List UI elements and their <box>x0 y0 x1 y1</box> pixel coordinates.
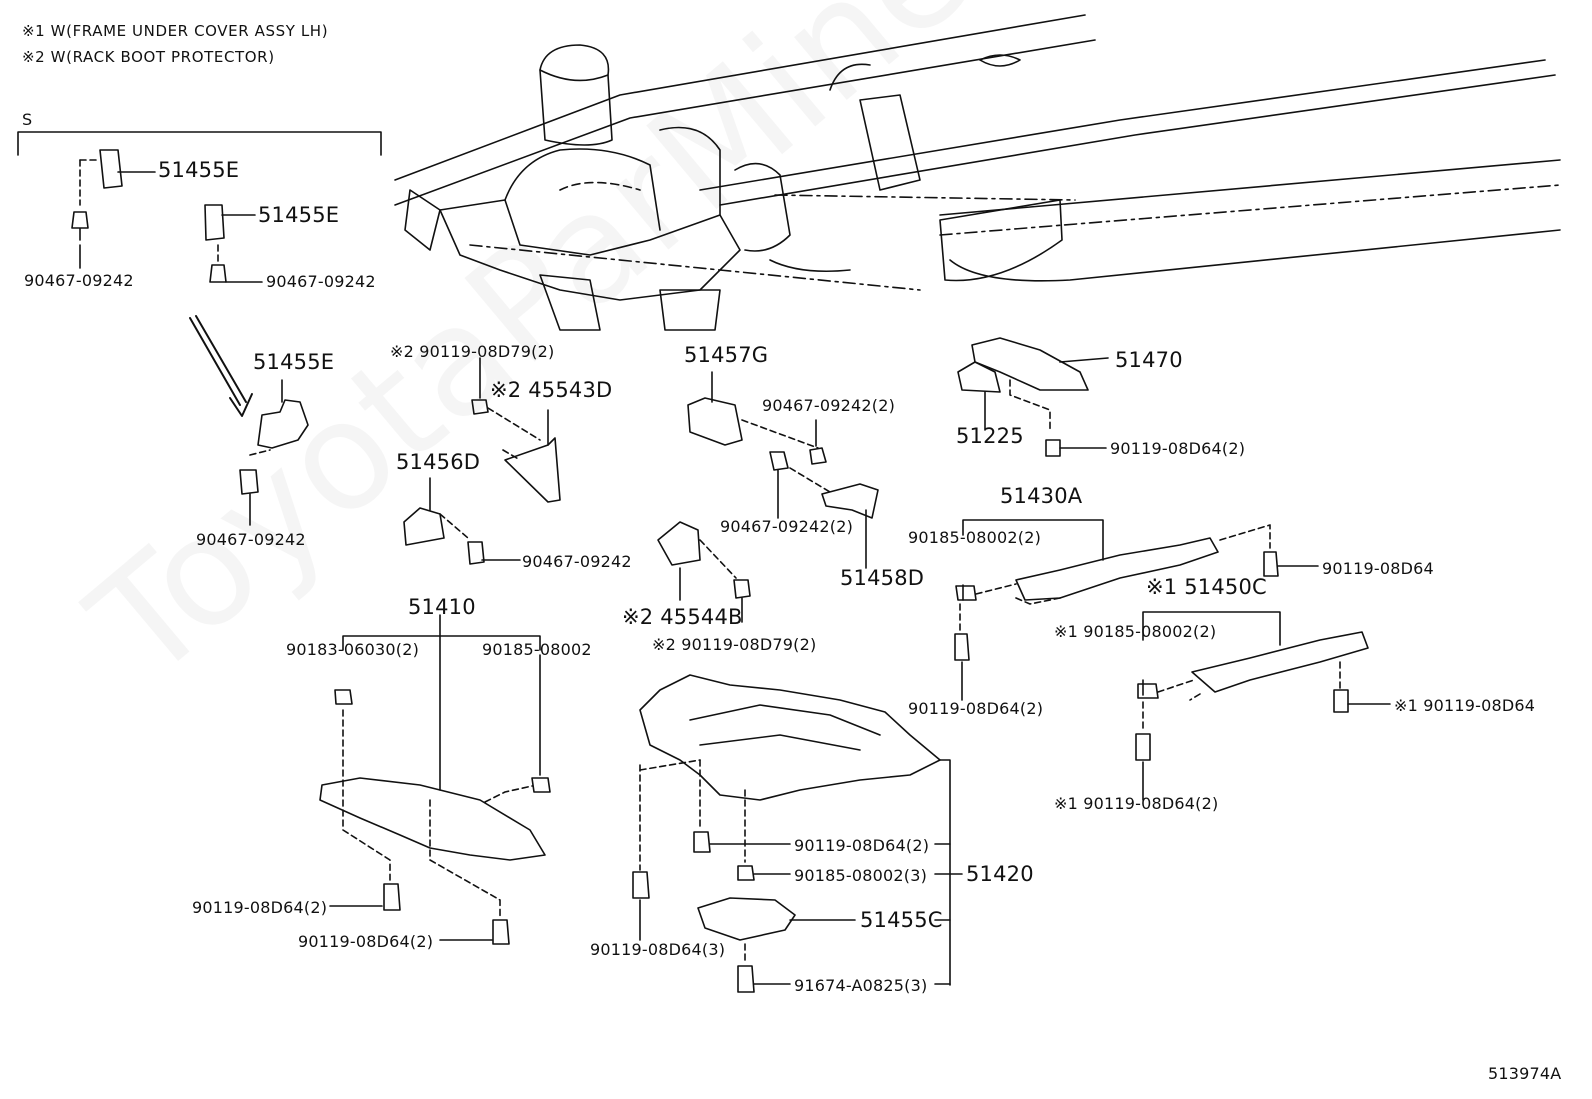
part-label-90183-06030: 90183-06030(2) <box>286 640 420 659</box>
part-label-51430A: 51430A <box>1000 484 1083 508</box>
part-label-90119-08D64-b: 90119-08D64 <box>1322 559 1434 578</box>
part-label-51470: 51470 <box>1115 348 1183 372</box>
part-51455E-set <box>71 149 309 526</box>
part-label-90119-08D64-h: 90119-08D64(2) <box>794 836 930 855</box>
note-frame-under-cover: ※1 W(FRAME UNDER COVER ASSY LH) <box>22 22 329 40</box>
part-label-51450C: ※1 51450C <box>1146 575 1267 599</box>
part-label-90185-08002-a: 90185-08002(2) <box>908 528 1042 547</box>
s-group-bracket <box>17 131 382 156</box>
part-label-51455E-a: 51455E <box>158 158 240 182</box>
part-label-90119-08D64-a: 90119-08D64(2) <box>1110 439 1246 458</box>
part-label-90119-08D79-top: ※2 90119-08D79(2) <box>390 342 555 361</box>
part-label-90119-08D64-c: 90119-08D64(2) <box>908 699 1044 718</box>
part-label-51456D: 51456D <box>396 450 481 474</box>
part-label-45543D: ※2 45543D <box>490 378 613 402</box>
part-label-51420: 51420 <box>966 862 1034 886</box>
s-group-letter: S <box>22 110 33 129</box>
part-51470-51225 <box>957 337 1109 457</box>
part-label-90467-09242-d: 90467-09242 <box>522 552 632 571</box>
part-label-90467-09242-c: 90467-09242 <box>196 530 306 549</box>
part-label-90185-08002-c: 90185-08002 <box>482 640 592 659</box>
part-label-90185-08002-d: 90185-08002(3) <box>794 866 928 885</box>
part-label-91674-A0825: 91674-A0825(3) <box>794 976 928 995</box>
part-label-51455C: 51455C <box>860 908 943 932</box>
vehicle-frame-drawing <box>394 14 1561 331</box>
part-51430A-51450C <box>954 519 1391 801</box>
part-label-90119-08D64-e: ※1 90119-08D64(2) <box>1054 794 1219 813</box>
part-label-90119-08D64-f: 90119-08D64(2) <box>192 898 328 917</box>
diagram-id: 513974A <box>1488 1064 1562 1083</box>
part-label-51457G: 51457G <box>684 343 769 367</box>
part-label-51458D: 51458D <box>840 566 925 590</box>
part-51420 <box>632 674 963 993</box>
part-label-90467-09242-f: 90467-09242(2) <box>720 517 854 536</box>
part-label-90119-08D64-i: 90119-08D64(3) <box>590 940 726 959</box>
part-label-90467-09242-a: 90467-09242 <box>24 271 134 290</box>
part-label-90119-08D64-d: ※1 90119-08D64 <box>1394 696 1536 715</box>
part-label-90467-09242-e: 90467-09242(2) <box>762 396 896 415</box>
part-label-90185-08002-b: ※1 90185-08002(2) <box>1054 622 1217 641</box>
part-label-51225: 51225 <box>956 424 1024 448</box>
part-51457G-51458D-45544B <box>657 371 879 623</box>
part-label-90119-08D64-g: 90119-08D64(2) <box>298 932 434 951</box>
part-51410 <box>319 614 551 945</box>
part-label-90467-09242-b: 90467-09242 <box>266 272 376 291</box>
part-45543D-51456D <box>403 357 561 565</box>
part-label-51455E-c: 51455E <box>253 350 335 374</box>
part-label-51455E-b: 51455E <box>258 203 340 227</box>
part-label-51410: 51410 <box>408 595 476 619</box>
note-rack-boot-protector: ※2 W(RACK BOOT PROTECTOR) <box>22 48 275 66</box>
part-label-90119-08D79-bottom: ※2 90119-08D79(2) <box>652 635 817 654</box>
part-label-45544B: ※2 45544B <box>622 605 743 629</box>
